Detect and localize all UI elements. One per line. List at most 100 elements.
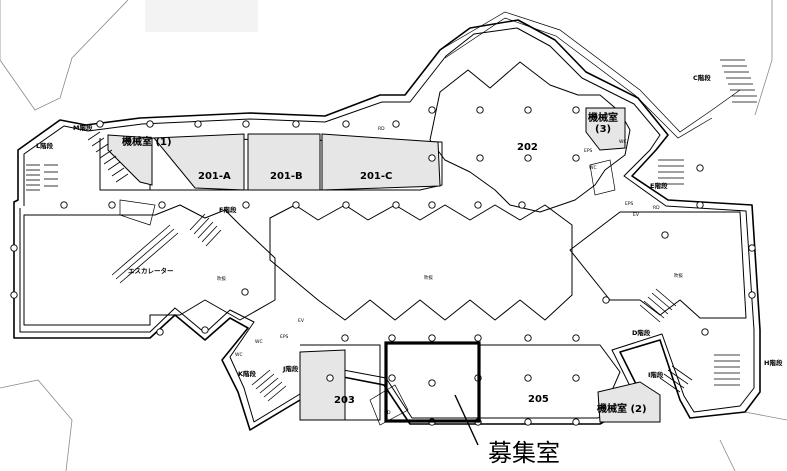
- column-marker: [696, 201, 704, 209]
- column-marker: [342, 201, 350, 209]
- column-marker: [474, 334, 482, 342]
- column-marker: [696, 164, 704, 172]
- column-marker: [292, 201, 300, 209]
- room-201a-area: [152, 133, 245, 191]
- column-marker: [428, 201, 436, 209]
- column-marker: [342, 120, 350, 128]
- label-stairs-i: I階段: [648, 370, 664, 379]
- stairs-m: [87, 131, 129, 183]
- column-marker: [201, 326, 209, 334]
- label-room-201c: 201-C: [360, 171, 392, 182]
- column-marker: [524, 418, 532, 426]
- column-marker: [428, 154, 436, 162]
- column-marker: [428, 106, 436, 114]
- label-wc-1: WC: [619, 139, 627, 145]
- label-machine-room-2: 機械室 (2): [597, 402, 647, 415]
- column-marker: [10, 244, 18, 252]
- column-marker: [661, 231, 669, 239]
- column-marker: [474, 201, 482, 209]
- label-room-202: 202: [517, 142, 538, 153]
- stairs-h: [714, 354, 740, 386]
- label-rd-1: RD: [378, 126, 385, 132]
- label-escalator: エスカレーター: [128, 266, 174, 275]
- label-stairs-h: H階段: [764, 358, 783, 367]
- column-marker: [572, 334, 580, 342]
- column-marker: [602, 296, 610, 304]
- room-201b-area: [247, 133, 321, 191]
- column-marker: [108, 201, 116, 209]
- column-marker: [476, 154, 484, 162]
- column-marker: [701, 328, 709, 336]
- label-room-201a: 201-A: [198, 171, 231, 182]
- label-atrium-left: 吹抜: [217, 275, 226, 282]
- label-room-203: 203: [334, 395, 355, 406]
- column-marker: [428, 334, 436, 342]
- column-marker: [158, 201, 166, 209]
- stairs-c: [720, 59, 757, 103]
- label-stairs-e: E階段: [650, 181, 668, 190]
- label-eps-2: EPS: [280, 334, 289, 340]
- label-machine-room-3b: (3): [595, 124, 611, 135]
- label-wc-4: WC: [235, 352, 243, 358]
- label-machine-room-3a: 機械室: [588, 111, 618, 124]
- stairs-l: [26, 164, 58, 191]
- column-marker: [748, 244, 756, 252]
- stairs-d: [639, 288, 677, 323]
- column-marker: [341, 334, 349, 342]
- column-marker: [572, 418, 580, 426]
- label-atrium-right: 吹抜: [674, 272, 683, 279]
- column-marker: [572, 374, 580, 382]
- label-stairs-l: L階段: [36, 141, 54, 150]
- label-ev-1: EV: [633, 212, 640, 218]
- escalator-steps: [111, 224, 179, 284]
- column-marker: [392, 201, 400, 209]
- room-203-area: [299, 349, 346, 421]
- recruitment-room-outline: [384, 341, 481, 423]
- label-stairs-c: C階段: [693, 73, 711, 82]
- blurred-region: [145, 0, 258, 32]
- column-marker: [242, 201, 250, 209]
- column-marker: [524, 374, 532, 382]
- label-stairs-k: K階段: [238, 369, 257, 378]
- label-wc-2: WC: [589, 165, 597, 171]
- stairs-k: [251, 369, 287, 402]
- stairs-i: [659, 365, 693, 393]
- machine-rooms: [107, 107, 661, 423]
- label-stairs-f: F階段: [219, 205, 237, 214]
- column-marker: [572, 106, 580, 114]
- label-rd-3: RD: [384, 410, 391, 416]
- column-marker: [146, 120, 154, 128]
- label-room-205: 205: [528, 394, 549, 405]
- column-marker: [194, 120, 202, 128]
- column-marker: [326, 374, 334, 382]
- column-marker: [96, 120, 104, 128]
- stairs-group: [26, 59, 757, 402]
- column-marker: [572, 154, 580, 162]
- column-marker: [241, 288, 249, 296]
- label-room-201b: 201-B: [270, 171, 303, 182]
- column-marker: [524, 334, 532, 342]
- label-eps-1: EPS: [625, 201, 634, 207]
- label-recruitment-room: 募集室: [488, 439, 560, 467]
- machine-room-3-area: [585, 107, 626, 151]
- labels: 機械室 (1) 機械室 (2) 機械室 (3) 201-A 201-B 201-…: [36, 73, 783, 467]
- label-stairs-m: M階段: [73, 123, 93, 132]
- column-marker: [388, 374, 396, 382]
- label-machine-room-1: 機械室 (1): [122, 135, 172, 148]
- column-marker: [292, 120, 300, 128]
- column-marker: [60, 201, 68, 209]
- column-marker: [518, 201, 526, 209]
- label-eps-3: EPS: [584, 148, 593, 154]
- column-marker: [748, 291, 756, 299]
- column-marker: [10, 291, 18, 299]
- column-marker: [428, 379, 436, 387]
- column-marker: [524, 106, 532, 114]
- room-201c-area: [321, 133, 441, 191]
- label-ev-2: EV: [298, 318, 305, 324]
- column-marker: [524, 154, 532, 162]
- stairs-f: [189, 213, 222, 247]
- column-marker: [392, 120, 400, 128]
